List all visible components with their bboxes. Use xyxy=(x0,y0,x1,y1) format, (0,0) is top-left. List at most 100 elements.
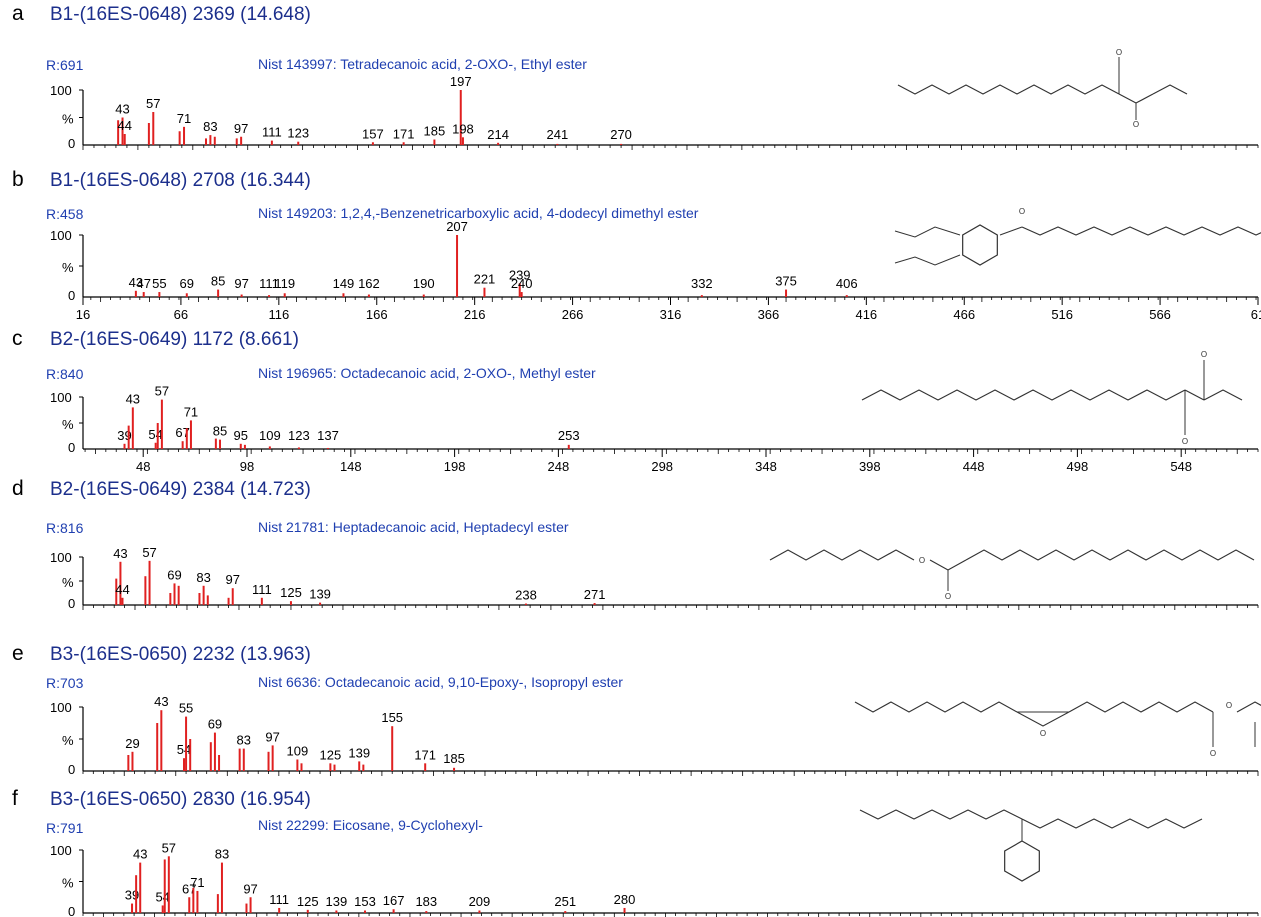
y-tick-label: % xyxy=(62,417,74,432)
panel-letter: b xyxy=(12,168,24,191)
epoxide-ring xyxy=(1016,711,1070,727)
molecule-structure xyxy=(859,809,1203,882)
oxygen-atom: O xyxy=(1201,350,1207,359)
x-tick-label: 466 xyxy=(953,307,975,322)
peak-label: 125 xyxy=(320,747,342,762)
y-tick-label: % xyxy=(62,733,74,748)
peak-label: 167 xyxy=(383,893,405,908)
y-tick-label: 0 xyxy=(68,904,75,917)
oxygen-atom: O xyxy=(945,592,951,601)
peak-label: 71 xyxy=(184,404,198,419)
peak-label: 139 xyxy=(326,894,348,909)
peak-label: 43 xyxy=(133,847,147,862)
peak-label: 69 xyxy=(180,276,194,291)
structure-bond xyxy=(1021,818,1203,829)
peak-label: 111 xyxy=(262,125,282,140)
y-tick-label: 100 xyxy=(50,228,72,243)
peak-label: 125 xyxy=(280,585,302,600)
y-tick-label: 0 xyxy=(68,596,75,611)
oxygen-atom: O xyxy=(919,556,925,565)
molecule-structure: O O O xyxy=(854,701,1261,758)
oxygen-atom: O xyxy=(1226,701,1232,710)
x-tick-label: 198 xyxy=(444,459,466,474)
peak-label: 375 xyxy=(775,274,797,289)
peak-label: 69 xyxy=(167,567,181,582)
r-value: R:691 xyxy=(46,57,84,73)
peak-label: 71 xyxy=(177,111,191,126)
y-tick-label: 100 xyxy=(50,390,72,405)
y-tick-label: 0 xyxy=(68,762,75,777)
oxygen-atom: O xyxy=(1040,729,1046,738)
molecule-structure: OO xyxy=(861,350,1243,446)
peak-label: 44 xyxy=(117,118,131,133)
structure-bond xyxy=(929,559,967,571)
peak-label: 171 xyxy=(393,126,415,141)
peak-label: 406 xyxy=(836,276,858,291)
panel-title: B2-(16ES-0649) 2384 (14.723) xyxy=(50,479,311,500)
peak-label: 85 xyxy=(211,274,225,289)
y-tick-label: 0 xyxy=(68,440,75,455)
peak-label: 155 xyxy=(381,710,403,725)
peak-label: 44 xyxy=(115,582,129,597)
peak-label: 83 xyxy=(196,570,210,585)
nist-match: Nist 22299: Eicosane, 9-Cyclohexyl- xyxy=(258,817,483,833)
peak-label: 209 xyxy=(469,894,491,909)
peak-label: 43 xyxy=(129,275,143,290)
structure-bond xyxy=(1068,701,1214,713)
panel-title: B2-(16ES-0649) 1172 (8.661) xyxy=(50,329,299,350)
oxygen-atom: O xyxy=(1210,749,1216,758)
peak-label: 162 xyxy=(358,276,380,291)
peak-label: 55 xyxy=(152,276,166,291)
peak-label: 207 xyxy=(446,219,468,234)
r-value: R:816 xyxy=(46,520,84,536)
peak-label: 57 xyxy=(146,96,160,111)
peak-label: 221 xyxy=(474,272,496,287)
x-tick-label: 148 xyxy=(340,459,362,474)
structure-bond xyxy=(894,254,961,266)
peak-label: 95 xyxy=(234,428,248,443)
x-tick-label: 516 xyxy=(1051,307,1073,322)
peak-label: 97 xyxy=(265,729,279,744)
y-tick-label: 100 xyxy=(50,843,72,858)
r-value: R:703 xyxy=(46,675,84,691)
peak-label: 137 xyxy=(317,428,339,443)
molecule-structure: OO xyxy=(769,549,1255,601)
peak-label: 123 xyxy=(288,428,310,443)
x-tick-label: 398 xyxy=(859,459,881,474)
structure-bond xyxy=(894,226,961,238)
y-tick-label: % xyxy=(62,575,74,590)
peak-label: 54 xyxy=(148,427,162,442)
peak-label: 271 xyxy=(584,587,606,602)
panel-title: B3-(16ES-0650) 2232 (13.963) xyxy=(50,644,311,665)
peak-label: 185 xyxy=(424,124,446,139)
y-tick-label: % xyxy=(62,112,74,127)
peak-label: 57 xyxy=(162,840,176,855)
structure-bond xyxy=(1118,93,1154,104)
peak-label: 29 xyxy=(125,736,139,751)
x-tick-label: 498 xyxy=(1067,459,1089,474)
peak-label: 198 xyxy=(452,121,474,136)
peak-label: 240 xyxy=(511,276,533,291)
peak-label: 197 xyxy=(450,74,472,89)
structure-bond xyxy=(769,549,915,561)
benzene-ring xyxy=(962,224,998,266)
peak-label: 97 xyxy=(226,572,240,587)
r-value: R:791 xyxy=(46,820,84,836)
panel-letter: e xyxy=(12,642,24,665)
peak-label: 111 xyxy=(252,582,272,597)
x-tick-label: 298 xyxy=(651,459,673,474)
peak-label: 239 xyxy=(509,267,531,282)
x-tick-label: 448 xyxy=(963,459,985,474)
peak-label: 43 xyxy=(113,546,127,561)
peak-label: 83 xyxy=(215,847,229,862)
x-tick-label: 416 xyxy=(855,307,877,322)
peak-label: 185 xyxy=(443,751,465,766)
panel-letter: c xyxy=(12,327,23,350)
peak-label: 119 xyxy=(274,276,295,291)
y-tick-label: 100 xyxy=(50,700,72,715)
peak-label: 111 xyxy=(269,892,289,907)
y-tick-label: 0 xyxy=(68,136,75,151)
x-tick-label: 116 xyxy=(268,307,289,322)
